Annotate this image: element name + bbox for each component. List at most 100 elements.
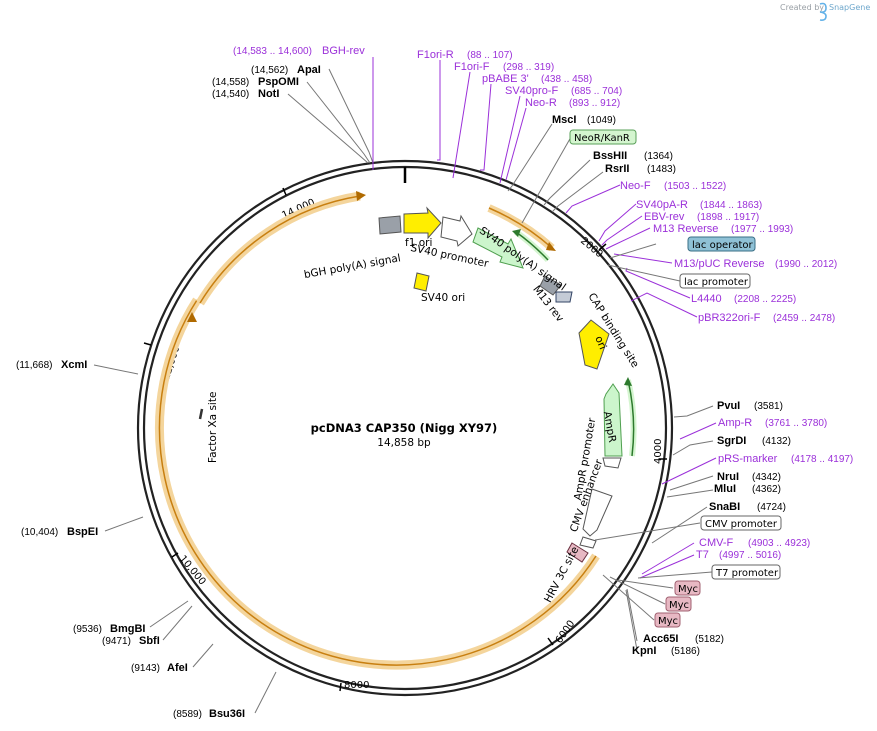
enzyme-name-acc65i: Acc65I xyxy=(643,633,678,645)
hrv-3c-site-feature xyxy=(566,542,589,563)
leader-bsshii xyxy=(543,159,591,206)
tick-label-6000: 6000 xyxy=(554,619,578,646)
enzyme-name-mlui: MluI xyxy=(714,483,736,495)
bgh-polya-label: bGH poly(A) signal xyxy=(303,252,402,281)
leader-neo-r xyxy=(505,107,527,181)
leader-pbr322 xyxy=(630,292,698,318)
leader-myc-2 xyxy=(609,576,666,605)
orf-arc-lower xyxy=(154,297,600,670)
primer-pos-pbr322: (2459 .. 2478) xyxy=(773,313,835,324)
leader-pbabe xyxy=(480,83,492,171)
enzyme-pos-acc65i: (5182) xyxy=(695,634,724,645)
sv40-polya-gray-feature xyxy=(539,275,562,296)
leader-cmv-promoter xyxy=(594,522,701,541)
primer-name-m13-reverse: M13 Reverse xyxy=(653,223,718,235)
tick-14000 xyxy=(282,187,287,196)
lac-operator-label: lac operator xyxy=(692,240,753,251)
leader-prs-marker xyxy=(661,457,717,485)
primer-name-f1ori-f: F1ori-F xyxy=(454,61,490,73)
plasmid-backbone xyxy=(136,159,674,697)
enzyme-name-snabi: SnaBI xyxy=(709,501,740,513)
f1-ori-feature xyxy=(403,206,442,240)
leader-xcmi xyxy=(93,364,139,375)
enzyme-name-sbfi: SbfI xyxy=(139,635,160,647)
leader-t7 xyxy=(639,554,695,579)
primer-pos-l4440: (2208 .. 2225) xyxy=(734,294,796,305)
enzyme-name-noti: NotI xyxy=(258,88,279,100)
cmv-promoter-label: CMV promoter xyxy=(705,519,778,530)
leader-sgrdi xyxy=(672,440,714,456)
tick-label-8000: 8000 xyxy=(344,680,369,691)
primer-name-pbr322: pBR322ori-F xyxy=(698,312,761,324)
orf-arc-small-arrowhead xyxy=(546,242,556,251)
enzyme-pos-apai: (14,562) xyxy=(251,65,288,76)
enzyme-name-bsshii: BssHII xyxy=(593,150,627,162)
enzyme-name-msci: MscI xyxy=(552,114,576,126)
leader-sv40pro-f xyxy=(499,95,521,184)
leader-bspei xyxy=(104,516,144,532)
enzyme-labels: (14,562) ApaI (14,558) PspOMI (14,540) N… xyxy=(16,64,791,720)
leader-cmv-f xyxy=(641,542,695,575)
primer-name-neo-r: Neo-R xyxy=(525,97,557,109)
tick-2000 xyxy=(598,243,607,251)
enzyme-pos-pspomi: (14,558) xyxy=(212,77,249,88)
backbone-outer-circle xyxy=(136,159,674,697)
tick-6000 xyxy=(547,637,554,646)
enzyme-pos-noti: (14,540) xyxy=(212,89,249,100)
enzyme-name-bsu36i: Bsu36I xyxy=(209,708,245,720)
enzyme-pos-afei: (9143) xyxy=(131,663,160,674)
primer-pos-neo-f: (1503 .. 1522) xyxy=(664,181,726,192)
enzyme-pos-bspei: (10,404) xyxy=(21,527,58,538)
orf-arc-lower-arrowhead xyxy=(187,312,197,322)
enzyme-name-bspei: BspEI xyxy=(67,526,98,538)
enzyme-pos-xcmi: (11,668) xyxy=(16,360,53,371)
primer-leaders xyxy=(372,57,717,579)
myc-label-1: Myc xyxy=(678,584,698,595)
primer-pos-m13-puc-reverse: (1990 .. 2012) xyxy=(775,259,837,270)
enzyme-name-kpni: KpnI xyxy=(632,645,656,657)
primer-name-sv40pa-r: SV40pA-R xyxy=(636,199,688,211)
myc-label-2: Myc xyxy=(669,600,689,611)
enzyme-pos-bsu36i: (8589) xyxy=(173,709,202,720)
leader-bmgbi xyxy=(149,600,189,628)
enzyme-name-sgrdi: SgrDI xyxy=(717,435,746,447)
enzyme-pos-rsrii: (1483) xyxy=(647,164,676,175)
primer-pos-sv40pa-r: (1844 .. 1863) xyxy=(700,200,762,211)
leader-amp-r xyxy=(679,422,717,440)
leader-noti xyxy=(287,93,369,164)
primer-name-neo-f: Neo-F xyxy=(620,180,651,192)
enzyme-pos-sbfi: (9471) xyxy=(102,636,131,647)
leader-bsu36i xyxy=(254,671,277,714)
leader-lac-promoter xyxy=(607,264,681,282)
primer-name-pbabe: pBABE 3' xyxy=(482,73,529,85)
plasmid-title: pcDNA3 CAP350 (Nigg XY97) 14,858 bp xyxy=(311,421,498,449)
enzyme-name-pvui: PvuI xyxy=(717,400,740,412)
enzyme-pos-mlui: (4362) xyxy=(752,484,781,495)
leader-apai xyxy=(328,68,374,164)
ampr-label: AmpR xyxy=(601,410,618,443)
primer-name-cmv-f: CMV-F xyxy=(699,537,734,549)
enzyme-name-pspomi: PspOMI xyxy=(258,76,299,88)
enzyme-name-nrui: NruI xyxy=(717,471,739,483)
primer-pos-f1ori-r: (88 .. 107) xyxy=(467,50,513,61)
enzyme-pos-bsshii: (1364) xyxy=(644,151,673,162)
leader-f1ori-r xyxy=(437,60,441,161)
primer-name-bgh-rev: BGH-rev xyxy=(322,45,365,57)
primer-name-l4440: L4440 xyxy=(691,293,722,305)
tick-10000 xyxy=(171,552,179,558)
factor-xa-label: Factor Xa site xyxy=(207,392,219,463)
orf-arc-upper-line xyxy=(199,195,361,304)
brand-prefix: Created by xyxy=(780,3,824,12)
enzyme-pos-nrui: (4342) xyxy=(752,472,781,483)
leader-rsrii xyxy=(551,171,604,213)
primer-name-m13-puc-reverse: M13/pUC Reverse xyxy=(674,258,764,270)
leader-sbfi xyxy=(162,605,193,641)
leader-acc65i xyxy=(626,588,638,642)
myc-box-2 xyxy=(665,596,692,612)
leader-afei xyxy=(192,643,214,668)
leader-neo-f xyxy=(565,184,621,214)
leader-pvui xyxy=(673,405,714,418)
tick-label-4000: 4000 xyxy=(653,439,664,464)
leader-f1ori-f xyxy=(452,71,471,179)
